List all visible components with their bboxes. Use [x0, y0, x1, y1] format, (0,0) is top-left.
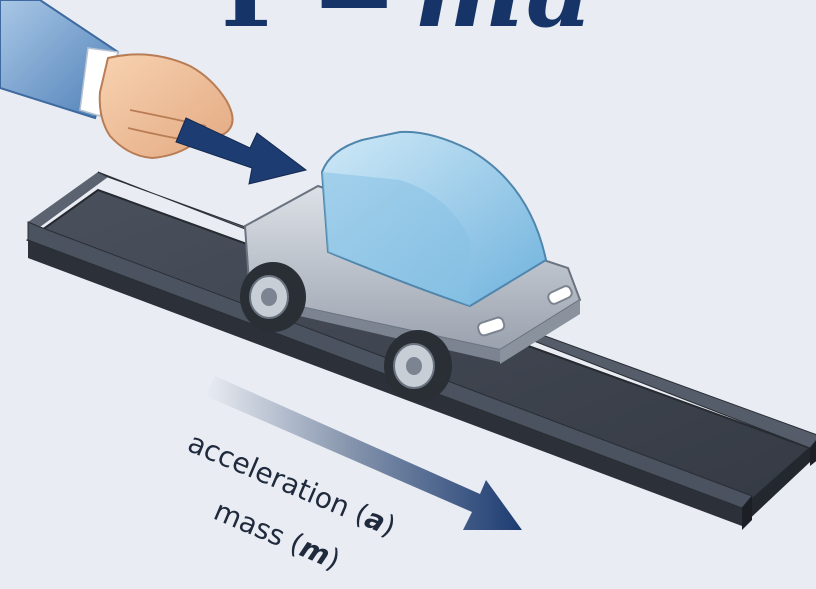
- force-symbol: F: [221, 0, 297, 51]
- toy-car-icon: [240, 130, 582, 402]
- equation: F=ma: [0, 0, 816, 42]
- acceleration-arrow-icon: [206, 376, 522, 530]
- force-arrow-icon: [175, 117, 308, 185]
- front-wheel: [384, 330, 452, 402]
- mass-times-acceleration: ma: [414, 0, 595, 51]
- rear-wheel: [240, 262, 306, 332]
- equals-sign: =: [311, 0, 400, 51]
